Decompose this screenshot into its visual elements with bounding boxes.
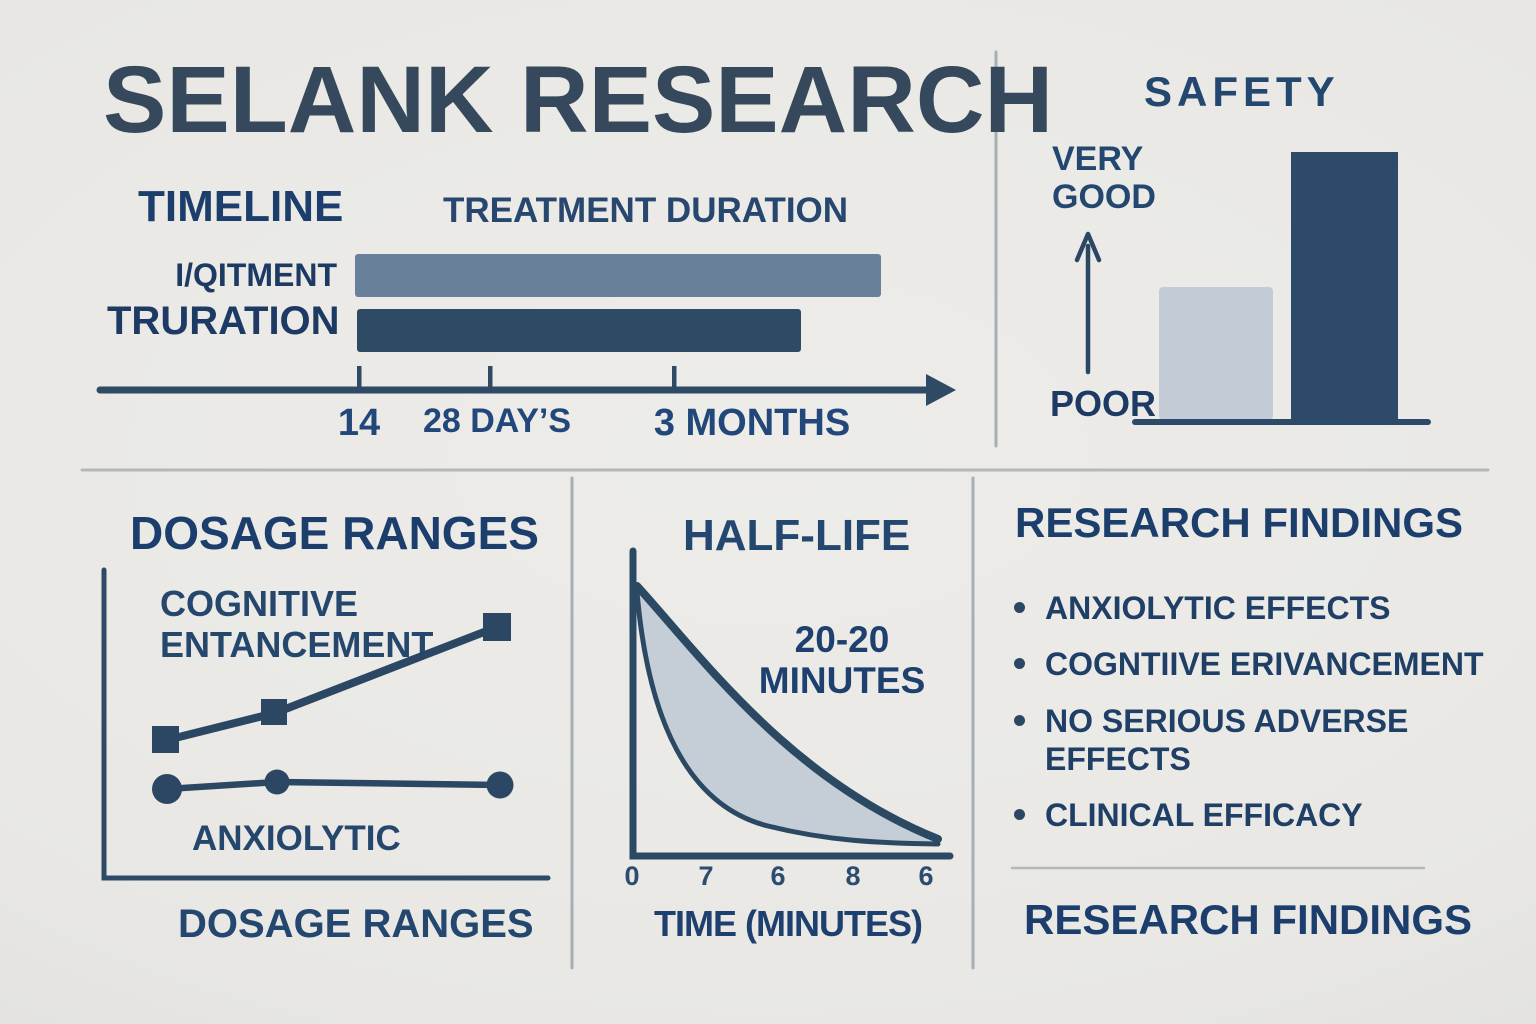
timeline-tick-label-14: 14 bbox=[337, 402, 381, 444]
dosage-axes bbox=[101, 567, 551, 881]
timeline-heading: TIMELINE bbox=[138, 182, 344, 231]
dosage-line-anxiolytic bbox=[163, 778, 504, 793]
dosage-x-axis-label: DOSAGE RANGES bbox=[178, 902, 534, 946]
findings-item-row: NO SERIOUS ADVERSE EFFECTS bbox=[1014, 702, 1417, 779]
safety-scale-arrowhead-icon bbox=[1074, 231, 1102, 263]
half-life-area-fill bbox=[637, 586, 938, 844]
dosage-marker-circle-3 bbox=[486, 771, 514, 799]
timeline-tick-mark-2 bbox=[488, 366, 493, 391]
dosage-marker-square-1 bbox=[152, 726, 179, 753]
timeline-bar2-label: TRURATION bbox=[107, 299, 340, 343]
timeline-axis-arrowhead-icon bbox=[926, 374, 956, 406]
half-life-lower-curve bbox=[634, 589, 941, 847]
findings-heading: RESEARCH FINDINGS bbox=[1015, 499, 1464, 546]
safety-bar-dark bbox=[1291, 152, 1398, 424]
safety-heading: SAFETY bbox=[1144, 68, 1340, 115]
findings-item-text: COGNTIIVE ERIVANCEMENT bbox=[1045, 646, 1484, 682]
half-life-tick-4: 6 bbox=[918, 861, 934, 891]
timeline-bar1-label: I/QITMENT bbox=[175, 257, 337, 293]
findings-footer: RESEARCH FINDINGS bbox=[1024, 896, 1473, 943]
half-life-tick-2: 6 bbox=[770, 861, 786, 891]
findings-item-text: CLINICAL EFFICACY bbox=[1045, 797, 1363, 833]
half-life-upper-curve bbox=[633, 582, 942, 843]
findings-item-text: NO SERIOUS ADVERSE EFFECTS bbox=[1045, 703, 1409, 778]
safety-scale-top-label: VERY GOOD bbox=[1052, 140, 1156, 217]
half-life-axes bbox=[629, 547, 954, 860]
dosage-marker-square-3 bbox=[483, 613, 511, 641]
findings-item-row: ANXIOLYTIC EFFECTS bbox=[1014, 589, 1391, 627]
timeline-bar-dark bbox=[357, 309, 801, 352]
dosage-series-cognitive-label: COGNITIVE ENTANCEMENT bbox=[160, 583, 434, 665]
timeline-tick-mark-3 bbox=[672, 366, 677, 391]
findings-item-row: CLINICAL EFFICACY bbox=[1014, 796, 1363, 834]
half-life-tick-3: 8 bbox=[845, 861, 861, 891]
time-axis-label: TIME (MINUTES) bbox=[654, 903, 923, 944]
half-life-tick-1: 7 bbox=[698, 861, 714, 891]
timeline-tick-label-3-months: 3 MONTHS bbox=[653, 402, 851, 444]
bullet-dot-icon bbox=[1014, 715, 1025, 726]
bullet-dot-icon bbox=[1014, 658, 1025, 669]
dosage-heading: DOSAGE RANGES bbox=[130, 507, 539, 559]
timeline-tick-label-28-days: 28 DAY’S bbox=[422, 402, 572, 440]
dosage-series-anxiolytic-label: ANXIOLYTIC bbox=[192, 819, 401, 858]
safety-bar-light bbox=[1159, 287, 1273, 420]
bullet-dot-icon bbox=[1014, 602, 1025, 613]
page-title: SELANK RESEARCH bbox=[103, 47, 1054, 153]
findings-item-row: COGNTIIVE ERIVANCEMENT bbox=[1014, 645, 1484, 683]
timeline-tick-mark-1 bbox=[357, 366, 362, 391]
half-life-tick-0: 0 bbox=[624, 861, 640, 891]
bullet-dot-icon bbox=[1014, 809, 1025, 820]
treatment-duration-label: TREATMENT DURATION bbox=[443, 191, 849, 230]
dosage-marker-square-2 bbox=[261, 699, 287, 725]
findings-item-text: ANXIOLYTIC EFFECTS bbox=[1045, 590, 1391, 626]
half-life-heading: HALF-LIFE bbox=[683, 511, 911, 560]
half-life-annotation: 20-20 MINUTES bbox=[758, 619, 926, 702]
timeline-bar-light bbox=[355, 254, 881, 297]
dosage-marker-circle-1 bbox=[152, 774, 182, 804]
dosage-marker-circle-2 bbox=[264, 769, 290, 795]
safety-scale-bottom-label: POOR bbox=[1050, 383, 1157, 424]
